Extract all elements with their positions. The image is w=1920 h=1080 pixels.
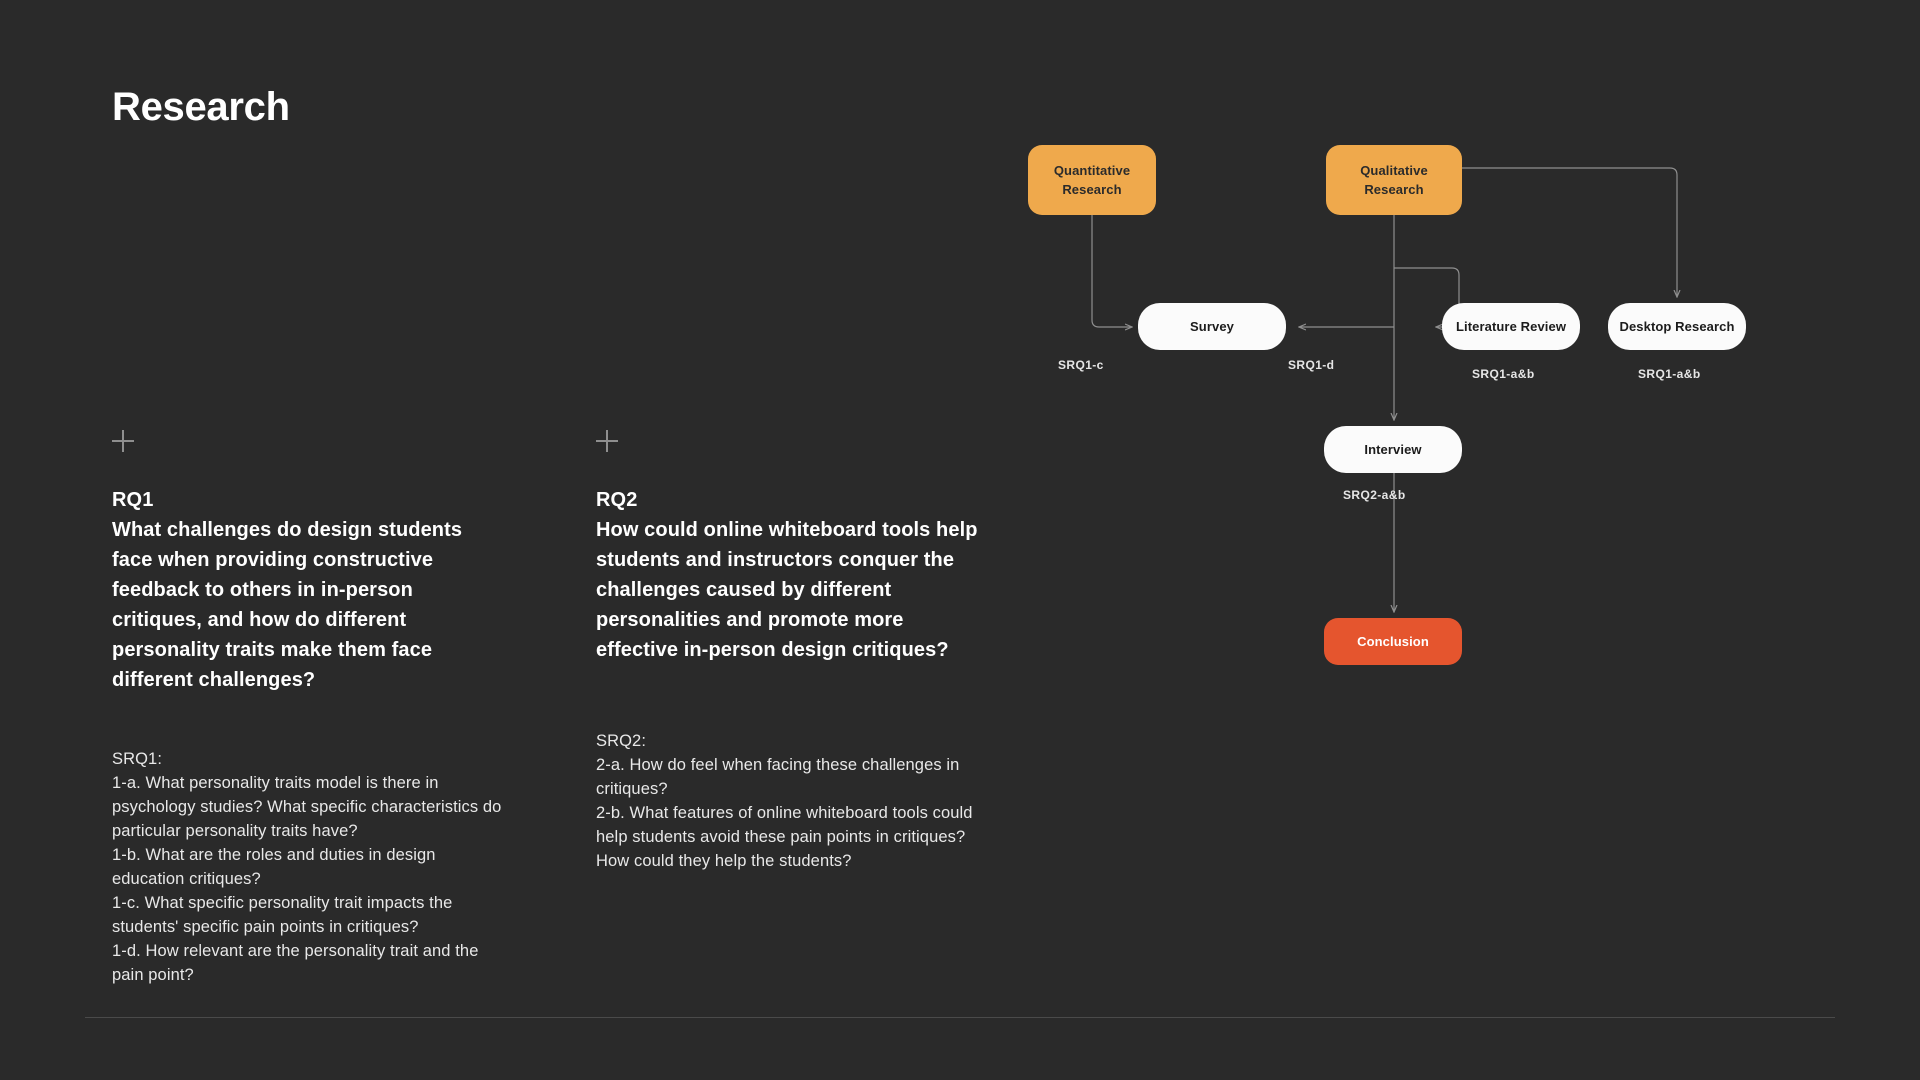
edge-quantitative-survey: [1091, 215, 1132, 327]
edge-label-srq1-c: SRQ1-c: [1058, 358, 1104, 372]
edge-label-srq1-ab-lit: SRQ1-a&b: [1472, 367, 1535, 381]
node-interview[interactable]: Interview: [1324, 426, 1462, 473]
research-method-flowchart: Quantitative Research Qualitative Resear…: [1000, 120, 1820, 680]
rq2-label: RQ2: [596, 489, 638, 511]
edge-qualitative-desktop: [1462, 167, 1677, 297]
edge-label-srq1-ab-desk: SRQ1-a&b: [1638, 367, 1701, 381]
edge-label-srq1-d: SRQ1-d: [1288, 358, 1335, 372]
flowchart-connectors: [1091, 167, 1820, 680]
page-title: Research: [112, 85, 290, 129]
rq1-label: RQ1: [112, 489, 154, 511]
footer-divider: [85, 1017, 1835, 1018]
rq2-question: How could online whiteboard tools help s…: [596, 519, 978, 661]
rq2-sub-questions: SRQ2: 2-a. How do feel when facing these…: [596, 732, 973, 870]
node-literature-review[interactable]: Literature Review: [1442, 303, 1580, 350]
node-desktop-research[interactable]: Desktop Research: [1608, 303, 1746, 350]
research-question-column-1: RQ1 What challenges do design students f…: [112, 430, 512, 987]
node-conclusion[interactable]: Conclusion: [1324, 618, 1462, 665]
node-quantitative-research[interactable]: Quantitative Research: [1028, 145, 1156, 215]
rq1-question: What challenges do design students face …: [112, 519, 463, 691]
plus-icon[interactable]: [596, 430, 618, 452]
research-question-column-2: RQ2 How could online whiteboard tools he…: [596, 430, 996, 873]
rq1-sub-questions: SRQ1: 1-a. What personality traits model…: [112, 750, 502, 984]
node-qualitative-research[interactable]: Qualitative Research: [1326, 145, 1462, 215]
node-survey[interactable]: Survey: [1138, 303, 1286, 350]
plus-icon[interactable]: [112, 430, 134, 452]
edge-label-srq2-ab: SRQ2-a&b: [1343, 488, 1406, 502]
